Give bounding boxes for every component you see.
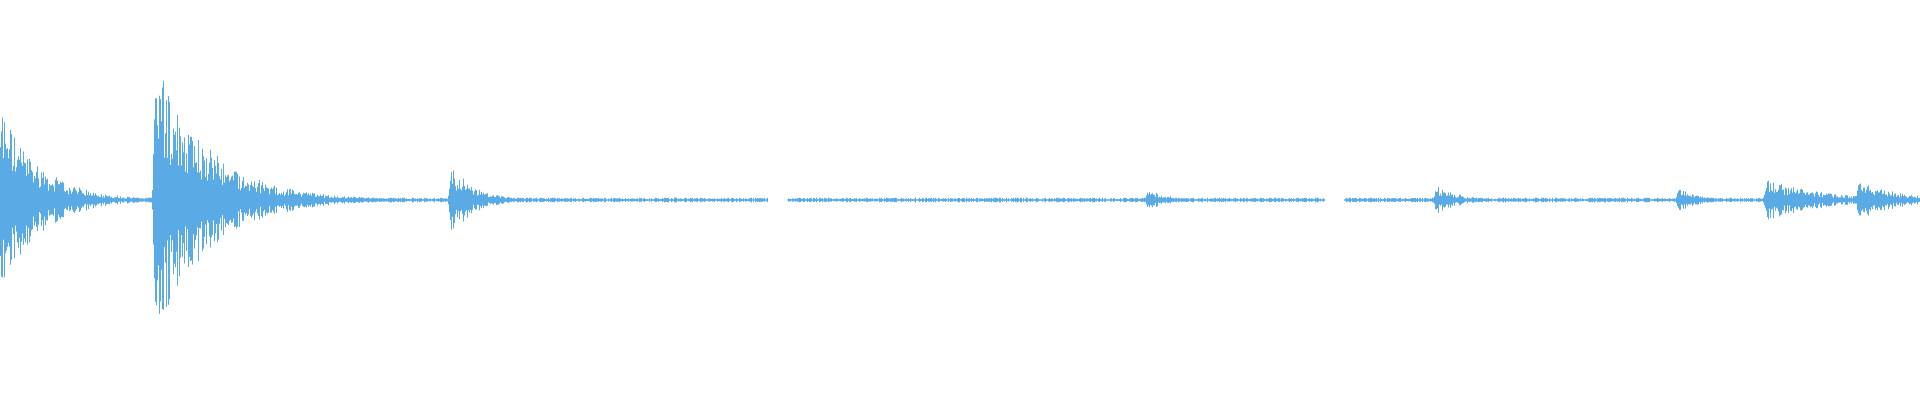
waveform-gap (1324, 198, 1344, 202)
waveform-gap (768, 198, 788, 202)
waveform-path (0, 80, 1920, 314)
waveform-samples (0, 80, 1920, 314)
